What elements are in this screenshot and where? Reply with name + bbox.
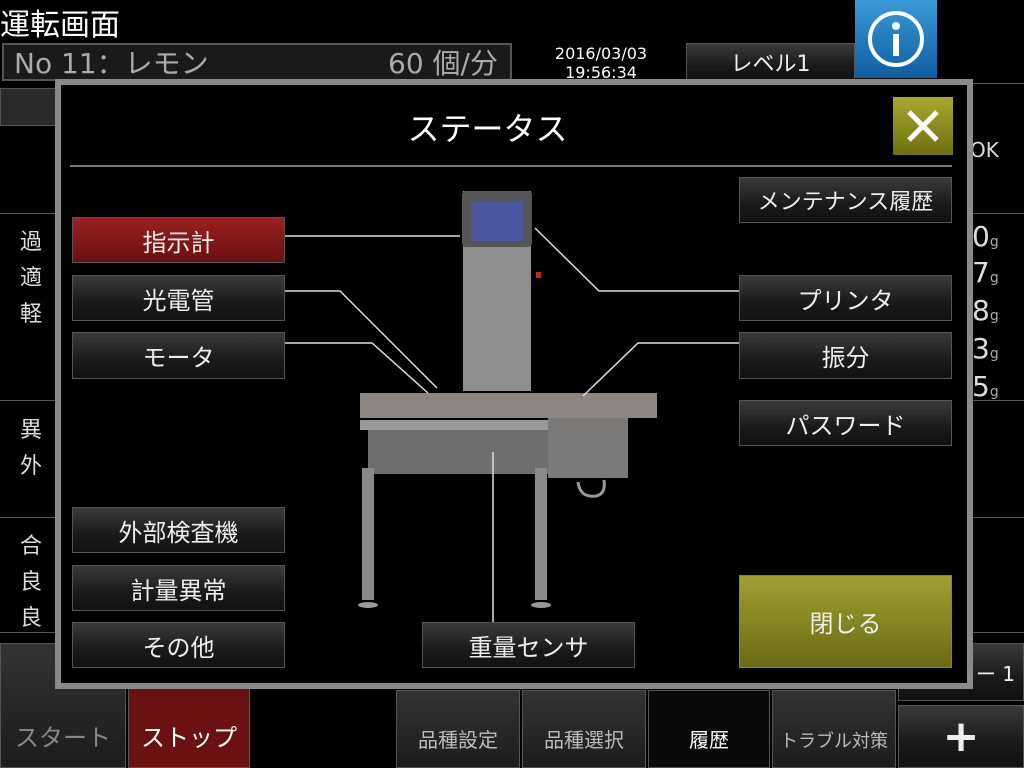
bg-value: 5g <box>972 370 999 403</box>
bg-label: 過 <box>20 230 43 255</box>
counter-value: ー 1 <box>975 661 1015 686</box>
screen-title: 運転画面 <box>0 8 120 43</box>
info-button[interactable] <box>855 0 937 78</box>
history-button[interactable]: 履歴 <box>648 690 770 768</box>
close-icon <box>907 110 939 142</box>
weighing-error-button[interactable]: 計量異常 <box>72 565 285 611</box>
bg-label: 適 <box>20 266 43 291</box>
unit: g <box>989 308 999 324</box>
plus-button[interactable]: + <box>898 705 1024 768</box>
product-setting-button[interactable]: 品種設定 <box>396 690 520 768</box>
unit: g <box>989 234 999 250</box>
leader-lines <box>285 227 739 622</box>
rejector-button[interactable]: 振分 <box>739 332 952 379</box>
unit: g <box>989 270 999 286</box>
divider <box>940 83 1024 84</box>
checkweigher-image <box>358 191 657 608</box>
bg-label: 合 <box>20 534 43 559</box>
value: 3 <box>972 332 990 365</box>
product-select-button[interactable]: 品種選択 <box>522 690 646 768</box>
leader-printer <box>534 227 739 292</box>
bg-label: 外 <box>20 454 43 479</box>
motor-button[interactable]: モータ <box>72 332 285 379</box>
info-icon <box>868 11 924 67</box>
leader-photo-sensor <box>285 290 438 389</box>
unit: g <box>989 346 999 362</box>
bg-value: 8g <box>972 294 999 327</box>
time: 19:56:34 <box>565 63 637 82</box>
bg-value: 3g <box>972 332 999 365</box>
bg-label: 良 <box>20 570 43 595</box>
password-button[interactable]: パスワード <box>739 400 952 446</box>
photo-sensor-button[interactable]: 光電管 <box>72 275 285 321</box>
unit: g <box>989 384 999 400</box>
bg-label: 異 <box>20 418 43 443</box>
value: 5 <box>972 370 990 403</box>
product-name: No 11：レモン <box>14 47 209 80</box>
indicator-button[interactable]: 指示計 <box>72 217 285 263</box>
product-rate: 60 個/分 <box>388 47 498 80</box>
bg-value: OK <box>970 138 999 162</box>
printer-button[interactable]: プリンタ <box>739 275 952 321</box>
other-button[interactable]: その他 <box>72 622 285 668</box>
external-inspection-button[interactable]: 外部検査機 <box>72 507 285 553</box>
level-button[interactable]: レベル1 <box>686 43 855 81</box>
close-x-button[interactable] <box>893 97 953 155</box>
value: 0 <box>972 220 990 253</box>
bg-label: 良 <box>20 606 43 631</box>
leader-motor <box>285 342 429 394</box>
leader-rejector <box>582 342 739 397</box>
value: 8 <box>972 294 990 327</box>
bg-value: 0g <box>972 220 999 253</box>
date: 2016/03/03 <box>554 44 648 63</box>
value: 7 <box>972 256 990 289</box>
product-field[interactable]: No 11：レモン 60 個/分 <box>2 43 512 81</box>
bg-label: 軽 <box>20 302 43 327</box>
maintenance-history-button[interactable]: メンテナンス履歴 <box>739 177 952 223</box>
dialog-divider <box>70 165 952 167</box>
close-button[interactable]: 閉じる <box>739 575 952 668</box>
bg-button-stub <box>0 88 56 126</box>
weight-sensor-button[interactable]: 重量センサ <box>422 622 635 668</box>
bg-value: 7g <box>972 256 999 289</box>
dialog-title: ステータス <box>407 110 568 148</box>
